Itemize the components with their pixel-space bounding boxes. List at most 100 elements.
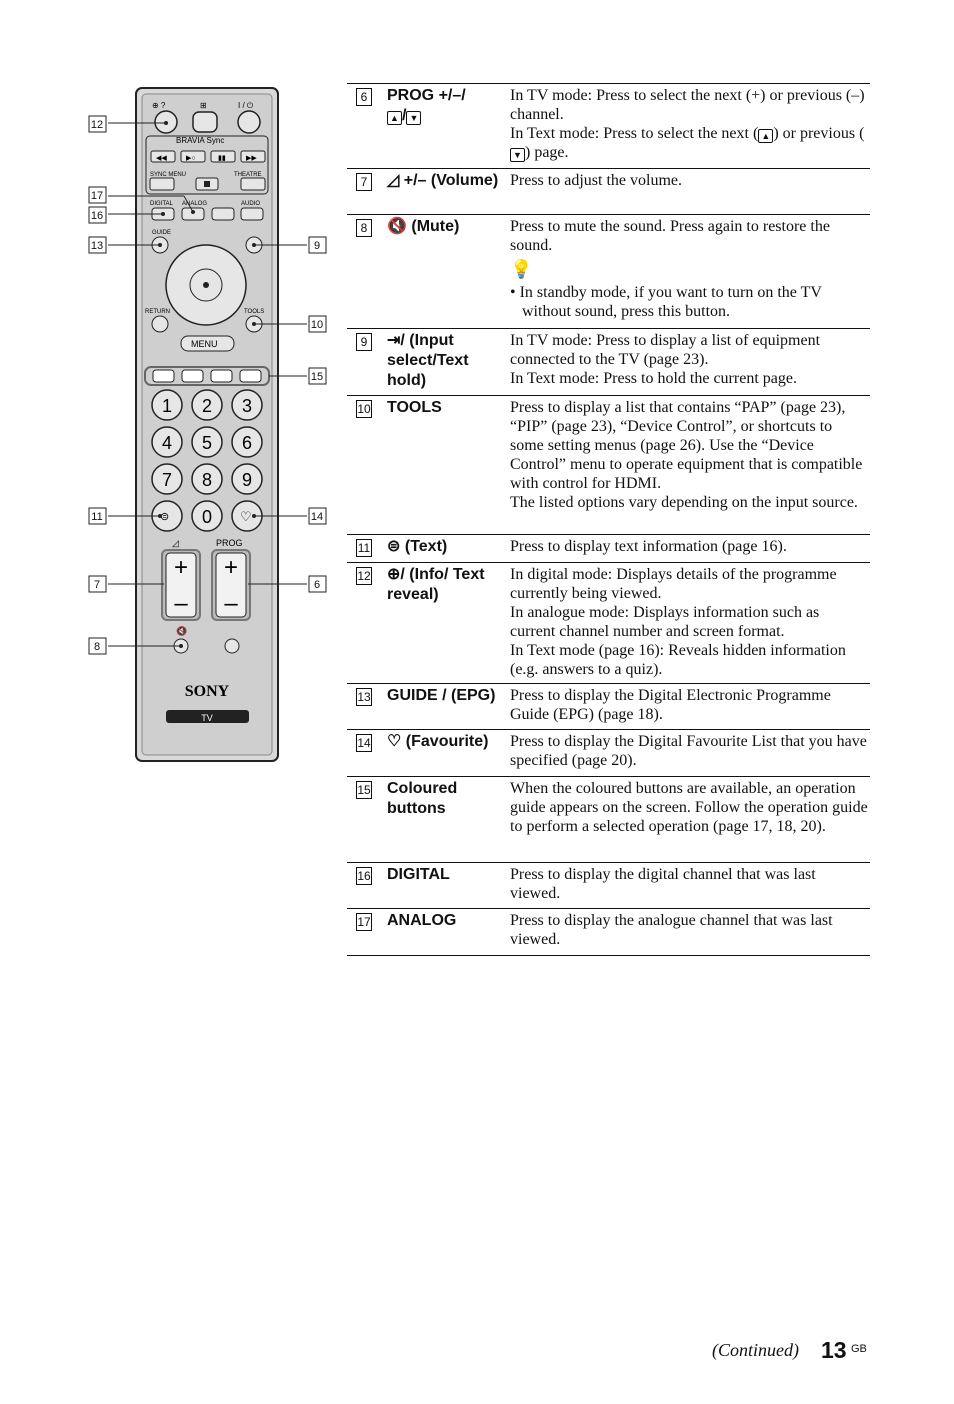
tools-label: TOOLS xyxy=(244,309,264,315)
table-row: 10 TOOLS Press to display a list that co… xyxy=(347,395,870,535)
row-number: 14 xyxy=(356,734,372,752)
row-number: 8 xyxy=(356,219,372,237)
svg-text:▮▮: ▮▮ xyxy=(218,155,226,162)
svg-text:13: 13 xyxy=(91,240,103,252)
row-description: When the coloured buttons are available,… xyxy=(510,780,868,835)
svg-text:+: + xyxy=(224,554,238,581)
row-label: ⇥/ (Input select/Text hold) xyxy=(387,332,469,389)
row-number: 9 xyxy=(356,333,372,351)
svg-text:17: 17 xyxy=(91,190,103,202)
volume-icon: ◿ xyxy=(387,172,404,189)
row-description: In TV mode: Press to display a list of e… xyxy=(510,332,821,387)
table-row: 7 ◿ +/– (Volume) Press to adjust the vol… xyxy=(347,168,870,215)
remote-control-illustration: ⊕ ? ⊞ I / ⏻ BRAVIA Sync ◀◀ ▶○ ▮▮ ▶▶ SYNC M… xyxy=(88,87,327,762)
svg-text:◀◀: ◀◀ xyxy=(156,155,167,162)
row-label: ANALOG xyxy=(387,912,457,929)
table-row: 11 ⊜ (Text) Press to display text inform… xyxy=(347,534,870,563)
digital-label: DIGITAL xyxy=(150,201,174,207)
svg-text:7: 7 xyxy=(162,470,172,490)
svg-text:⊞: ⊞ xyxy=(200,101,207,110)
table-row: 16 DIGITAL Press to display the digital … xyxy=(347,862,870,909)
row-label: GUIDE / (EPG) xyxy=(387,687,496,704)
row-description: Press to display the Digital Electronic … xyxy=(510,687,831,723)
row-number: 16 xyxy=(356,867,372,885)
row-label: ⊜ (Text) xyxy=(387,538,448,555)
svg-text:2: 2 xyxy=(202,396,212,416)
row-description: Press to display the analogue channel th… xyxy=(510,912,833,948)
theatre-label: THEATRE xyxy=(234,172,262,178)
svg-text:4: 4 xyxy=(162,433,172,453)
svg-text:▶▶: ▶▶ xyxy=(246,155,257,162)
row-description: Press to display a list that contains “P… xyxy=(510,399,863,511)
svg-text:⊜: ⊜ xyxy=(160,511,169,523)
svg-text:1: 1 xyxy=(162,396,172,416)
row-label: 🔇 (Mute) xyxy=(387,218,460,235)
bravia-sync-label: BRAVIA Sync xyxy=(176,136,224,145)
svg-text:–: – xyxy=(224,590,238,617)
svg-text:9: 9 xyxy=(242,470,252,490)
hint-icon: 💡 xyxy=(510,259,533,279)
row-label: TOOLS xyxy=(387,399,442,416)
svg-text:–: – xyxy=(174,590,188,617)
svg-text:3: 3 xyxy=(242,396,252,416)
svg-text:8: 8 xyxy=(94,641,100,653)
table-row: 12 ⊕/ (Info/ Text reveal) In digital mod… xyxy=(347,562,870,684)
page-number: 13 xyxy=(821,1337,847,1363)
row-description: In digital mode: Displays details of the… xyxy=(510,566,846,678)
svg-text:⊕ ?: ⊕ ? xyxy=(152,101,166,110)
svg-text:🔇: 🔇 xyxy=(176,625,187,636)
table-row: 17 ANALOG Press to display the analogue … xyxy=(347,908,870,956)
continued-note: (Continued) xyxy=(712,1340,799,1360)
row-description: Press to adjust the volume. xyxy=(510,172,682,189)
table-row: 14 ♡ (Favourite) Press to display the Di… xyxy=(347,729,870,777)
menu-label: MENU xyxy=(191,339,218,349)
row-number: 11 xyxy=(356,539,372,557)
svg-text:16: 16 xyxy=(91,210,103,222)
svg-text:6: 6 xyxy=(314,579,320,591)
row-label: Coloured buttons xyxy=(387,780,458,817)
row-label: ⊕/ (Info/ Text reveal) xyxy=(387,566,485,603)
row-number: 17 xyxy=(356,913,372,931)
svg-text:7: 7 xyxy=(94,579,100,591)
row-description: Press to display the Digital Favourite L… xyxy=(510,733,867,769)
row-number: 10 xyxy=(356,400,372,418)
svg-text:+: + xyxy=(174,554,188,581)
row-label: DIGITAL xyxy=(387,866,450,883)
row-number: 12 xyxy=(356,567,372,585)
analog-label: ANALOG xyxy=(182,201,207,207)
table-row: 8 🔇 (Mute) Press to mute the sound. Pres… xyxy=(347,214,870,329)
table-row: 9 ⇥/ (Input select/Text hold) In TV mode… xyxy=(347,328,870,396)
svg-text:9: 9 xyxy=(314,240,320,252)
row-label: PROG +/–/ ▲/▼ xyxy=(387,87,466,125)
row-description: Press to display the digital channel tha… xyxy=(510,866,816,902)
tv-label: TV xyxy=(201,713,213,723)
row-description: In TV mode: Press to select the next (+)… xyxy=(510,87,865,162)
sync-menu-label: SYNC MENU xyxy=(150,172,186,178)
row-number: 7 xyxy=(356,173,372,191)
table-row: 15 Coloured buttons When the coloured bu… xyxy=(347,776,870,863)
svg-text:14: 14 xyxy=(311,511,323,523)
row-number: 13 xyxy=(356,688,372,706)
favourite-icon: ♡ xyxy=(387,733,406,750)
return-label: RETURN xyxy=(145,309,170,315)
guide-label: GUIDE xyxy=(152,230,171,236)
row-description: Press to mute the sound. Press again to … xyxy=(510,217,868,321)
svg-text:▶○: ▶○ xyxy=(186,155,196,162)
svg-text:11: 11 xyxy=(91,511,102,523)
svg-text:12: 12 xyxy=(91,119,103,131)
svg-text:10: 10 xyxy=(311,319,323,331)
svg-text:15: 15 xyxy=(311,371,323,383)
sony-logo: SONY xyxy=(185,683,230,700)
mute-icon: 🔇 xyxy=(387,218,412,235)
region-code: GB xyxy=(851,1343,867,1355)
prog-label: PROG xyxy=(216,538,243,548)
page-up-icon: ▲ xyxy=(758,129,774,143)
page-down-icon: ▼ xyxy=(510,148,525,162)
table-row: 6 PROG +/–/ ▲/▼ In TV mode: Press to sel… xyxy=(347,83,870,169)
svg-text:♡: ♡ xyxy=(240,509,252,524)
text-icon: ⊜ xyxy=(387,538,405,555)
power-label: I / ⏻ xyxy=(238,101,254,110)
svg-text:◿: ◿ xyxy=(172,538,179,548)
row-description: Press to display text information (page … xyxy=(510,538,787,555)
row-label: ♡ (Favourite) xyxy=(387,733,489,750)
